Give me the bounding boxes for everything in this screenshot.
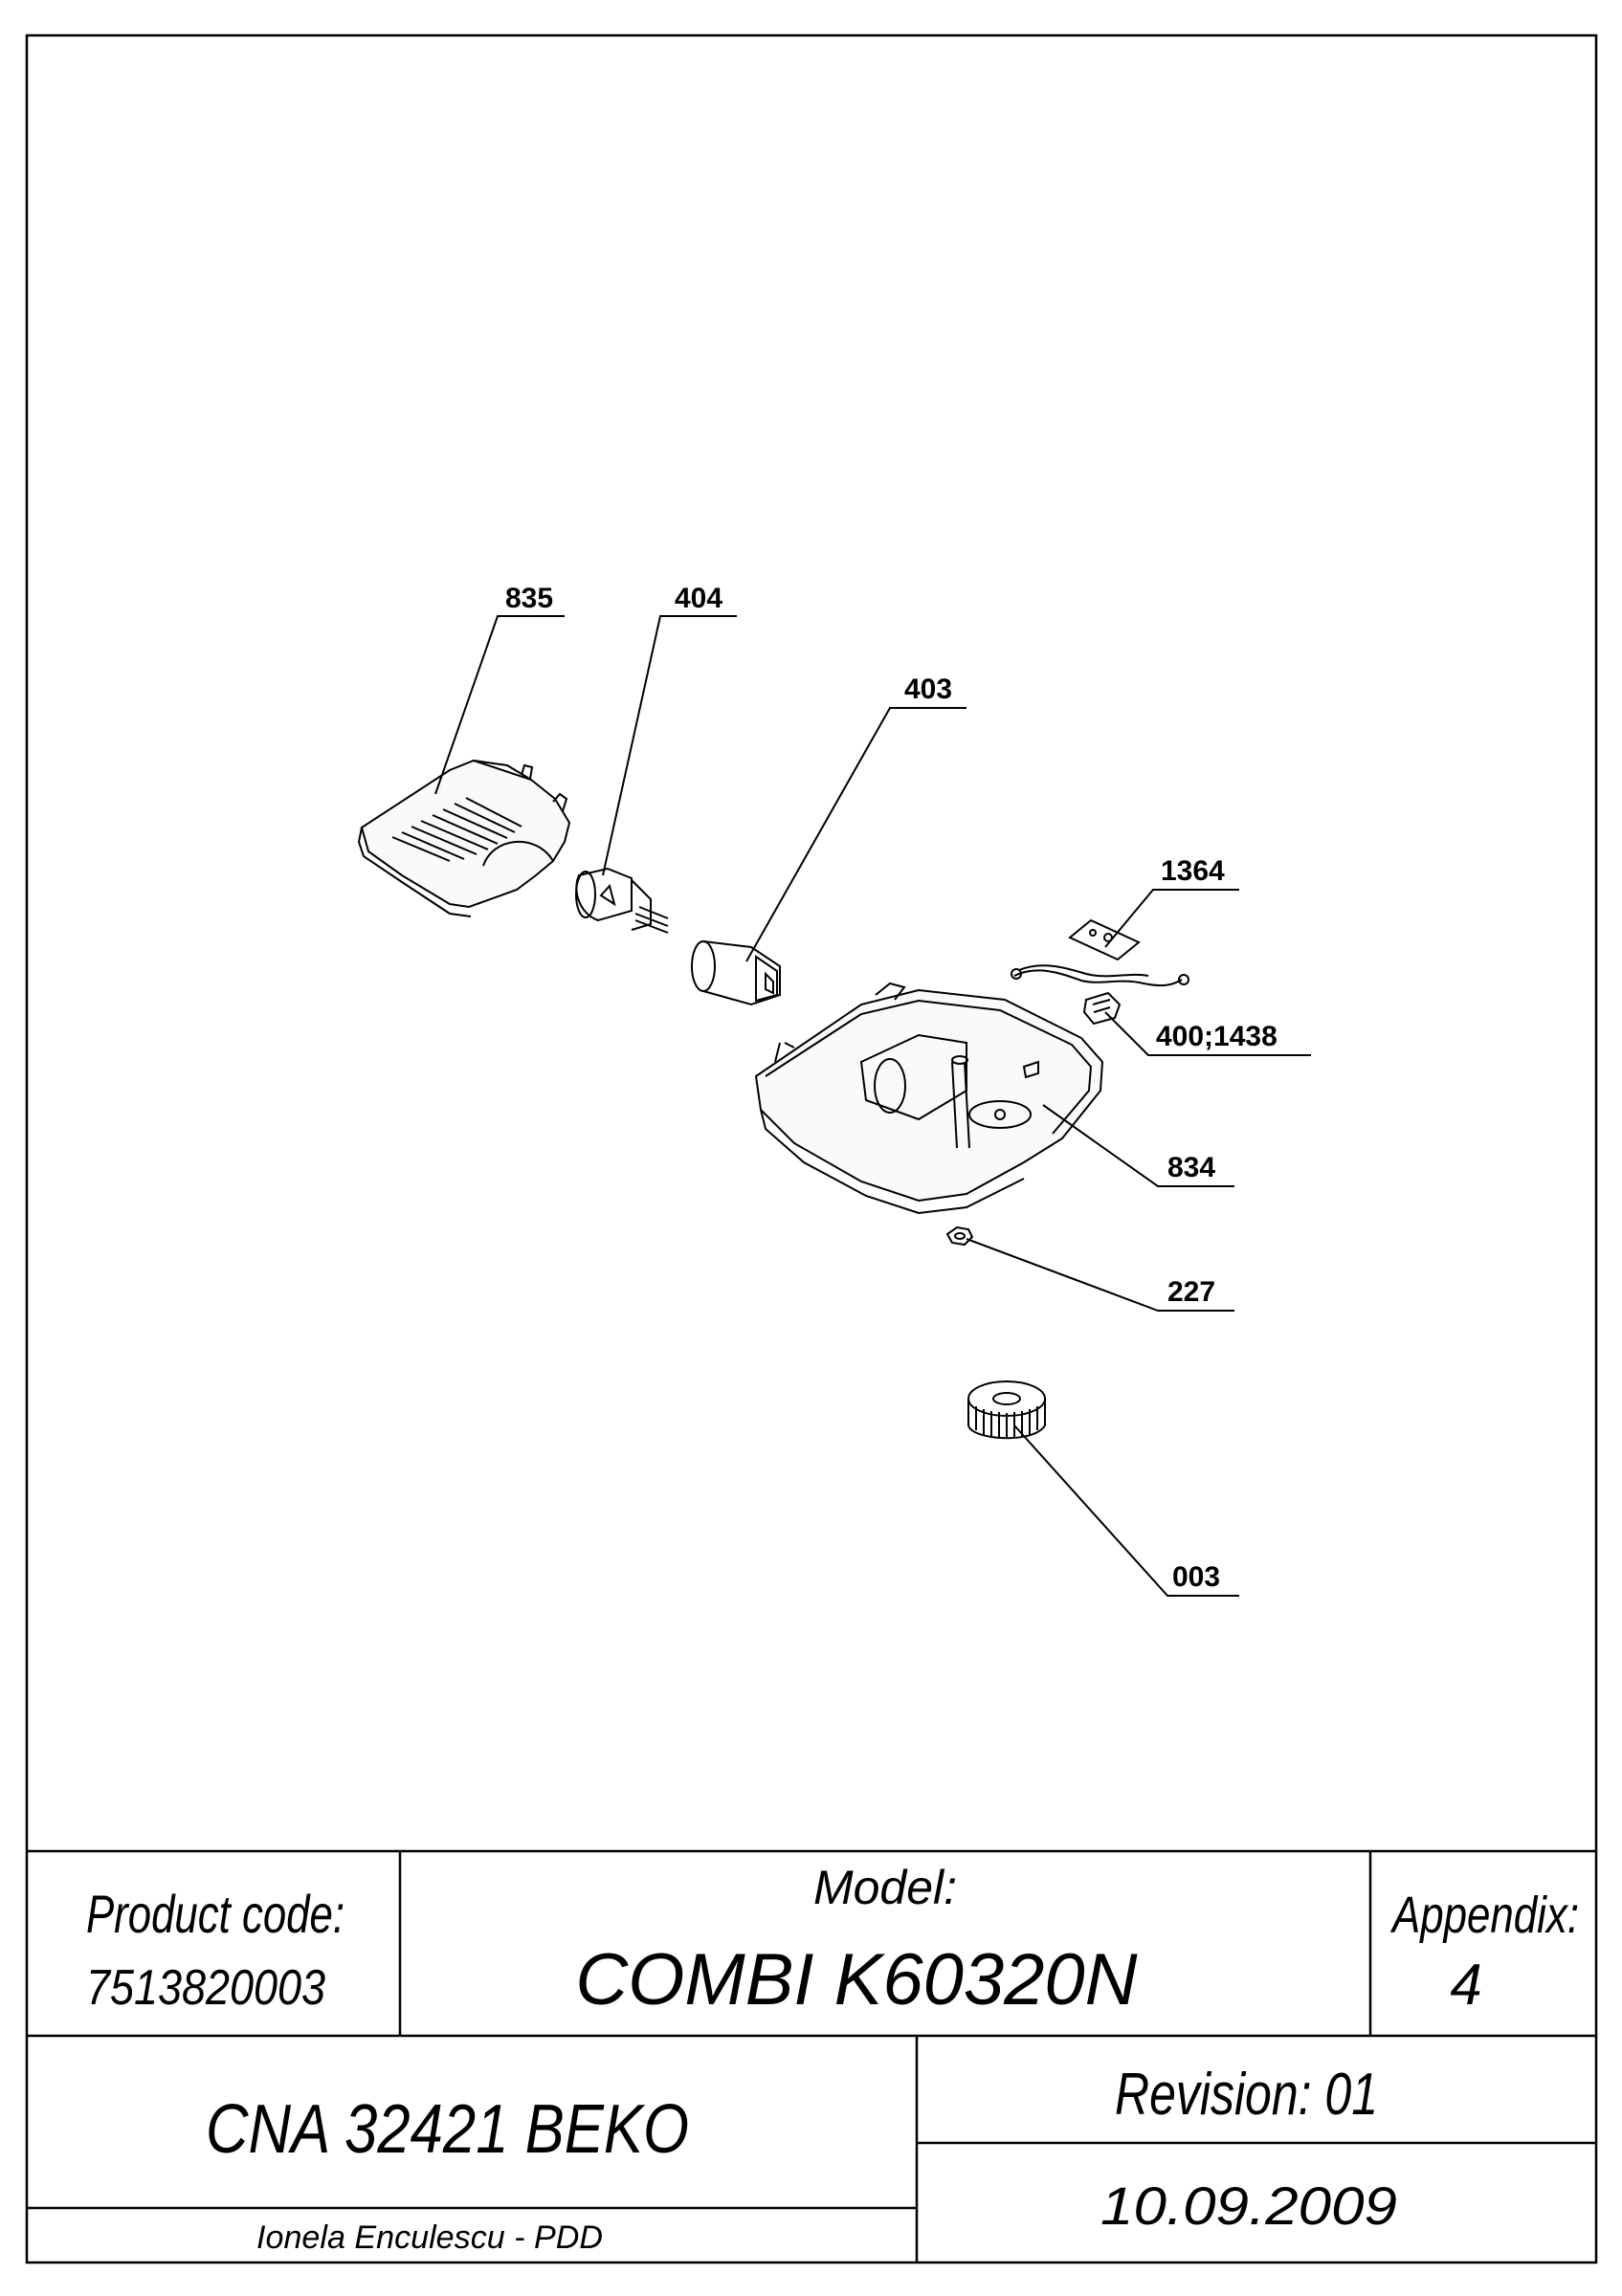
project-name: CNA 32421 BEKO [206,2091,689,2168]
product-code-value: 7513820003 [86,1960,325,2016]
leader-lines [434,615,1311,1597]
part-227-nut [945,1225,974,1247]
leader-404 [602,615,737,876]
product-code-label: Product code: [86,1884,344,1944]
part-835-lamp-cover [357,759,571,917]
part-403-lamp-holder [691,940,781,1006]
appendix-value: 4 [1450,1953,1481,2017]
callout-227: 227 [1167,1276,1215,1308]
callout-835: 835 [505,583,553,614]
model-value: COMBI K60320N [575,1939,1137,2020]
leader-1364 [1104,889,1239,948]
callout-400-1438: 400;1438 [1156,1021,1278,1052]
leader-403 [745,707,967,962]
appendix-label: Appendix: [1390,1887,1579,1944]
leader-835 [434,615,565,795]
part-1364-plate [1068,918,1141,961]
revision-date: 10.09.2009 [1100,2175,1397,2236]
leader-834 [1042,1104,1234,1187]
callout-003: 003 [1172,1561,1220,1593]
part-003-knob [967,1380,1046,1440]
part-400-1438-switch-wiring [1011,964,1189,1026]
callout-404: 404 [675,583,722,614]
revision: Revision: 01 [1115,2062,1378,2128]
part-834-lamp-housing [754,982,1104,1215]
callout-1364: 1364 [1161,855,1225,887]
callout-403: 403 [904,673,952,705]
sheet-border [25,33,1598,2264]
title-block [27,1849,1596,2263]
leader-227 [966,1238,1234,1312]
model-label: Model: [813,1861,957,1914]
leader-400 [1104,1011,1311,1056]
part-404-lamp-bulb [575,867,669,934]
leader-003 [1013,1424,1239,1597]
author-name: Ionela Enculescu - PDD [256,2219,603,2256]
callout-834: 834 [1167,1152,1215,1183]
